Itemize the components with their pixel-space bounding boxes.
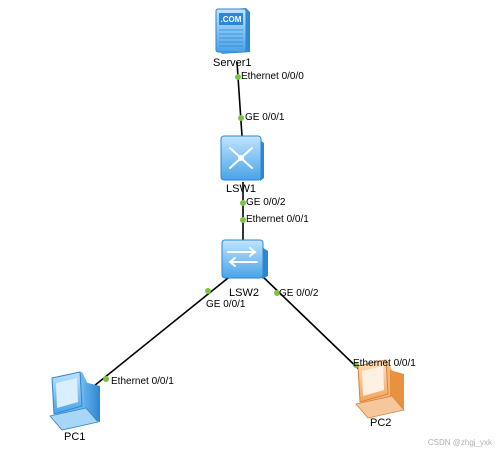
server-badge-text: .COM bbox=[221, 15, 242, 24]
link-lsw2-pc1[interactable] bbox=[93, 273, 234, 387]
server-icon[interactable]: .COM bbox=[215, 8, 250, 54]
port-label: GE 0/0/1 bbox=[245, 112, 285, 123]
links bbox=[93, 61, 369, 387]
layer3-switch-icon[interactable] bbox=[220, 135, 264, 181]
port-dot bbox=[235, 74, 241, 80]
device-name-pc2: PC2 bbox=[370, 417, 392, 429]
port-label: Ethernet 0/0/1 bbox=[246, 214, 309, 225]
port-label: GE 0/0/2 bbox=[279, 288, 319, 299]
pc-icon[interactable] bbox=[355, 359, 405, 419]
layer2-switch-icon[interactable] bbox=[221, 239, 268, 279]
port-label: Ethernet 0/0/0 bbox=[241, 71, 304, 82]
port-dot bbox=[240, 217, 246, 223]
device-name-server1: Server1 bbox=[213, 57, 252, 69]
port-dot bbox=[240, 200, 246, 206]
pc-icon[interactable] bbox=[49, 371, 100, 431]
device-name-lsw1: LSW1 bbox=[226, 183, 256, 195]
port-label: GE 0/0/1 bbox=[206, 299, 246, 310]
port-dot bbox=[353, 362, 359, 368]
port-dot bbox=[238, 115, 244, 121]
port-dot bbox=[205, 288, 211, 294]
port-label: GE 0/0/2 bbox=[246, 197, 286, 208]
port-dots bbox=[103, 74, 359, 382]
watermark: CSDN @zhgj_yxk bbox=[427, 438, 492, 447]
device-name-pc1: PC1 bbox=[64, 431, 86, 443]
port-label: Ethernet 0/0/1 bbox=[353, 358, 416, 369]
port-label: Ethernet 0/0/1 bbox=[111, 376, 174, 387]
device-name-lsw2: LSW2 bbox=[229, 287, 259, 299]
port-dot bbox=[103, 376, 109, 382]
port-dot bbox=[274, 290, 280, 296]
